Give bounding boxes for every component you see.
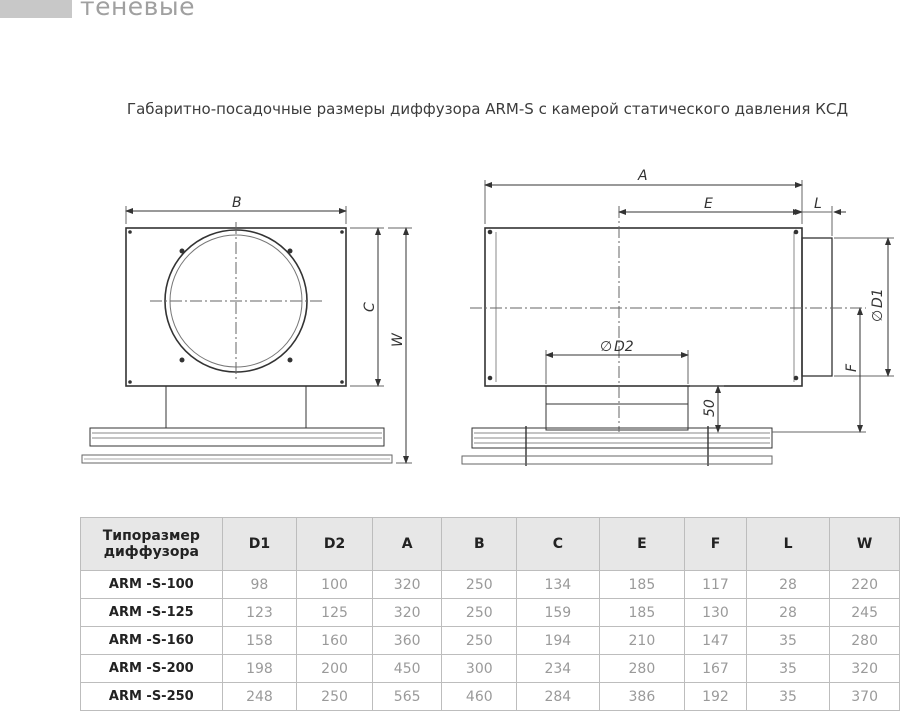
- cell-D2: 125: [296, 598, 373, 627]
- label-D2-symbol: ∅: [600, 339, 612, 355]
- cell-D2: 250: [296, 682, 373, 711]
- label-W: W: [390, 332, 406, 347]
- label-F: F: [844, 363, 860, 372]
- cell-model: ARM -S-100: [80, 570, 223, 599]
- label-C: C: [362, 302, 378, 312]
- side-ceiling-panel: [461, 455, 773, 465]
- cell-B: 250: [441, 570, 518, 599]
- cell-F: 130: [684, 598, 747, 627]
- cell-C: 134: [516, 570, 600, 599]
- cell-C: 234: [516, 654, 600, 683]
- cell-F: 192: [684, 682, 747, 711]
- cell-D1: 98: [221, 570, 298, 599]
- cell-model: ARM -S-250: [80, 682, 223, 711]
- cell-D1: 158: [221, 626, 298, 655]
- cell-L: 35: [745, 682, 831, 711]
- side-spigot-d1: [801, 237, 833, 377]
- cell-L: 28: [745, 598, 831, 627]
- table-row: ARM -S-160 158 160 360 250 194 210 147 3…: [80, 626, 900, 655]
- cell-B: 300: [441, 654, 518, 683]
- cell-E: 210: [598, 626, 686, 655]
- table-row: ARM -S-200 198 200 450 300 234 280 167 3…: [80, 654, 900, 683]
- label-E: E: [704, 196, 713, 212]
- cell-E: 185: [598, 598, 686, 627]
- header-A: A: [371, 517, 443, 571]
- cell-F: 147: [684, 626, 747, 655]
- header-W: W: [829, 517, 900, 571]
- header-L: L: [745, 517, 831, 571]
- cell-D2: 160: [296, 626, 373, 655]
- side-chamber-body: [484, 227, 803, 387]
- cell-A: 320: [371, 570, 443, 599]
- label-D2: D2: [614, 339, 634, 355]
- cell-C: 284: [516, 682, 600, 711]
- cell-F: 167: [684, 654, 747, 683]
- cell-W: 220: [829, 570, 900, 599]
- label-B: B: [232, 195, 242, 211]
- front-ceiling-panel: [81, 454, 393, 464]
- header-C: C: [516, 517, 600, 571]
- cell-D1: 248: [221, 682, 298, 711]
- side-view: [461, 180, 894, 466]
- header-model: Типоразмер диффузора: [80, 517, 223, 571]
- dimensions-table: Типоразмер диффузора D1 D2 A B C E F L W…: [80, 517, 900, 711]
- cell-D2: 100: [296, 570, 373, 599]
- technical-drawing: B C W: [81, 168, 894, 466]
- cell-W: 320: [829, 654, 900, 683]
- cell-B: 250: [441, 598, 518, 627]
- label-L: L: [814, 196, 822, 212]
- cell-E: 185: [598, 570, 686, 599]
- side-diffuser-frame: [471, 427, 773, 449]
- cell-L: 28: [745, 570, 831, 599]
- label-D1-symbol: ∅: [870, 310, 886, 322]
- cell-A: 450: [371, 654, 443, 683]
- header-E: E: [598, 517, 686, 571]
- cell-A: 360: [371, 626, 443, 655]
- header-D1: D1: [221, 517, 298, 571]
- cell-model: ARM -S-200: [80, 654, 223, 683]
- header-F: F: [684, 517, 747, 571]
- table-row: ARM -S-125 123 125 320 250 159 185 130 2…: [80, 598, 900, 627]
- front-view: [81, 206, 412, 464]
- section-title: теневые: [80, 0, 196, 21]
- table-row: ARM -S-100 98 100 320 250 134 185 117 28…: [80, 570, 900, 599]
- cell-C: 194: [516, 626, 600, 655]
- cell-L: 35: [745, 654, 831, 683]
- cell-W: 280: [829, 626, 900, 655]
- front-diffuser-frame: [89, 427, 385, 447]
- cell-C: 159: [516, 598, 600, 627]
- cell-F: 117: [684, 570, 747, 599]
- cell-D2: 200: [296, 654, 373, 683]
- cell-D1: 198: [221, 654, 298, 683]
- cell-B: 460: [441, 682, 518, 711]
- cell-E: 280: [598, 654, 686, 683]
- cell-W: 245: [829, 598, 900, 627]
- table-header-row: Типоразмер диффузора D1 D2 A B C E F L W: [80, 517, 900, 571]
- header-D2: D2: [296, 517, 373, 571]
- table-row: ARM -S-250 248 250 565 460 284 386 192 3…: [80, 682, 900, 711]
- label-50: 50: [702, 399, 718, 417]
- cell-B: 250: [441, 626, 518, 655]
- label-A: A: [637, 168, 648, 184]
- cell-model: ARM -S-125: [80, 598, 223, 627]
- cell-A: 565: [371, 682, 443, 711]
- header-accent-bar: [0, 0, 72, 18]
- header-B: B: [441, 517, 518, 571]
- drawing-caption: Габаритно-посадочные размеры диффузора A…: [126, 100, 849, 118]
- cell-L: 35: [745, 626, 831, 655]
- cell-E: 386: [598, 682, 686, 711]
- label-D1: D1: [870, 288, 886, 308]
- cell-W: 370: [829, 682, 900, 711]
- cell-D1: 123: [221, 598, 298, 627]
- cell-model: ARM -S-160: [80, 626, 223, 655]
- cell-A: 320: [371, 598, 443, 627]
- side-spigot-d2: [545, 385, 689, 405]
